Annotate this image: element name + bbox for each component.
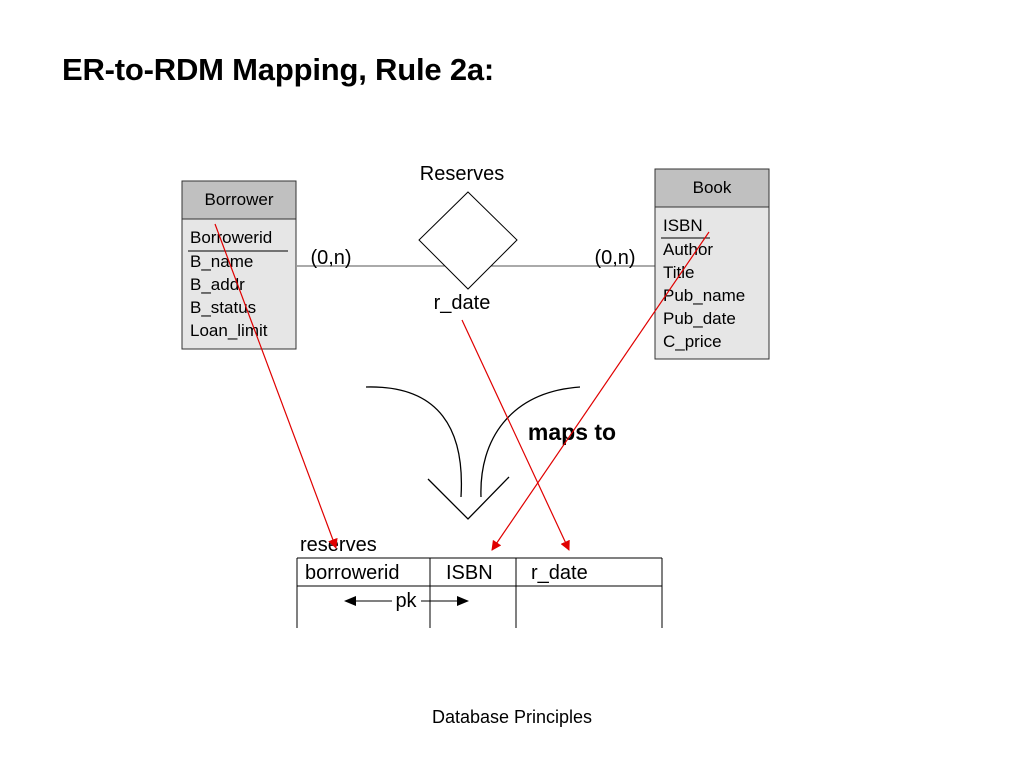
mapping-arrow-borrowerid (214, 223, 338, 549)
funnel-right-curve (480, 386, 581, 498)
mapping-arrow-r-date (461, 319, 570, 551)
borrower-attr-b-addr: B_addr (190, 275, 245, 294)
book-attr-title: Title (663, 263, 695, 282)
borrower-attr-b-status: B_status (190, 298, 256, 317)
borrower-entity: Borrower Borrowerid B_name B_addr B_stat… (181, 180, 297, 350)
table-column-borrowerid: borrowerid (305, 562, 399, 584)
funnel-arrowhead (427, 476, 510, 520)
table-name: reserves (300, 534, 377, 556)
borrower-attr-b-name: B_name (190, 252, 253, 271)
relationship-attribute: r_date (434, 292, 491, 314)
pk-label: pk (395, 590, 417, 612)
mapping-arrow-isbn (491, 231, 710, 551)
book-attr-author: Author (663, 240, 713, 259)
table-column-isbn: ISBN (446, 562, 493, 584)
book-header (654, 168, 770, 208)
funnel-left-curve (365, 386, 463, 498)
book-entity: Book ISBN Author Title Pub_name Pub_date… (654, 168, 770, 360)
borrower-attr-borrowerid: Borrowerid (190, 228, 272, 247)
book-attr-pub-date: Pub_date (663, 309, 736, 328)
borrower-attr-loan-limit: Loan_limit (190, 321, 268, 340)
table-column-r-date: r_date (531, 562, 588, 584)
borrower-name: Borrower (205, 190, 274, 209)
slide-footer: Database Principles (431, 707, 593, 727)
relationship-name: Reserves (420, 163, 504, 185)
slide-title: ER-to-RDM Mapping, Rule 2a: (62, 52, 495, 87)
book-attr-pub-name: Pub_name (663, 286, 745, 305)
book-name: Book (693, 178, 732, 197)
book-attr-isbn: ISBN (663, 216, 703, 235)
reserves-diamond (418, 191, 518, 290)
right-cardinality: (0,n) (594, 247, 635, 269)
borrower-body (181, 218, 297, 350)
borrower-header (181, 180, 297, 220)
book-attr-c-price: C_price (663, 332, 722, 351)
left-cardinality: (0,n) (310, 247, 351, 269)
